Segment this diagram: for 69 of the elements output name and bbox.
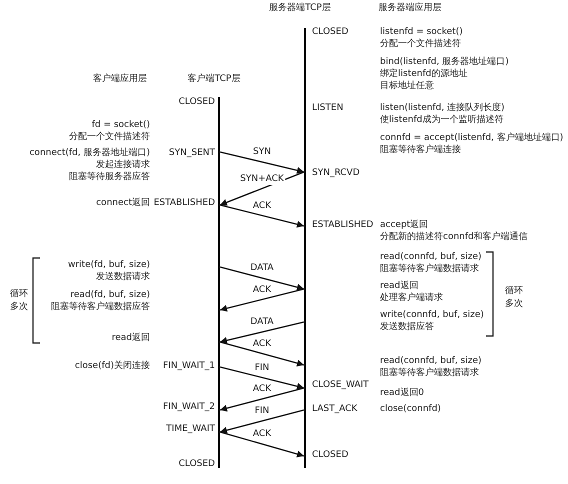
- message-arrow: [220, 151, 304, 174]
- note-text: 绑定listenfd的源地址: [380, 69, 468, 80]
- note-text: 发送数据请求: [96, 272, 150, 283]
- column-header: 客户端应用层: [93, 74, 147, 85]
- note-text: 使listenfd成为一个监听描述符: [380, 115, 504, 126]
- message-arrow: [220, 341, 304, 367]
- note-text: 目标地址任意: [380, 81, 434, 92]
- message-arrow: [220, 288, 304, 312]
- note-text: 分配新的描述符connfd和客户端通信: [380, 232, 528, 243]
- note-text: 发送数据应答: [380, 322, 434, 333]
- note-text: 阻塞等待客户端连接: [380, 145, 461, 156]
- column-header: 服务器端TCP层: [269, 3, 331, 14]
- state-label: ESTABLISHED: [312, 220, 374, 231]
- call-text: read返回: [112, 333, 150, 344]
- call-text: connfd = accept(listenfd, 客户端地址端口): [380, 133, 564, 144]
- state-label: CLOSED: [312, 27, 348, 38]
- message-arrow: [220, 387, 304, 412]
- call-text: read(fd, buf, size): [70, 290, 150, 301]
- message-arrow: [220, 321, 304, 344]
- call-text: close(fd)关闭连接: [74, 361, 150, 372]
- state-label: ESTABLISHED: [154, 198, 215, 209]
- note-text: 阻塞等待客户端数据应答: [51, 302, 150, 313]
- loop-label: 循环多次: [505, 285, 524, 311]
- loop-label: 循环多次: [10, 288, 29, 314]
- call-text: accept返回: [380, 220, 428, 231]
- call-text: connect返回: [96, 198, 150, 209]
- call-text: connect(fd, 服务器地址端口): [29, 148, 150, 159]
- call-text: close(connfd): [380, 404, 441, 415]
- message-arrow: [220, 366, 304, 390]
- edge-label: SYN+ACK: [239, 174, 285, 184]
- state-label: CLOSED: [178, 97, 215, 108]
- state-label: TIME_WAIT: [166, 424, 215, 435]
- message-arrow: [220, 204, 304, 228]
- call-text: write(connfd, buf, size): [380, 310, 484, 321]
- state-label: CLOSED: [178, 459, 215, 470]
- state-label: FIN_WAIT_2: [162, 402, 215, 413]
- call-text: fd = socket(): [92, 120, 150, 131]
- message-arrow: [220, 431, 304, 458]
- message-arrow: [220, 409, 304, 434]
- column-header: 服务器端应用层: [378, 3, 442, 14]
- state-label: FIN_WAIT_1: [162, 361, 215, 372]
- call-text: read返回0: [380, 388, 424, 399]
- note-text: 分配一个文件描述符: [380, 39, 461, 50]
- call-text: read(connfd, buf, size): [380, 252, 482, 263]
- note-text: 分配一个文件描述符: [69, 132, 150, 143]
- note-text: 发起连接请求: [96, 160, 150, 171]
- edge-label: ACK: [252, 284, 272, 296]
- edge-label: ACK: [252, 200, 272, 212]
- message-arrow: [220, 266, 304, 291]
- call-text: listenfd = socket(): [380, 27, 463, 38]
- note-text: 处理客户端请求: [380, 293, 443, 304]
- state-label: LISTEN: [312, 103, 344, 114]
- note-text: 阻塞等待客户端数据请求: [380, 264, 479, 275]
- note-text: 阻塞等待服务器应答: [69, 172, 150, 183]
- lifeline: [304, 28, 306, 468]
- call-text: read(connfd, buf, size): [380, 356, 482, 367]
- call-text: listen(listenfd, 连接队列长度): [380, 103, 505, 114]
- call-text: write(fd, buf, size): [68, 260, 150, 271]
- state-label: SYN_RCVD: [312, 168, 360, 179]
- state-label: SYN_SENT: [168, 148, 215, 159]
- call-text: read返回: [380, 281, 418, 292]
- note-text: 阻塞等待客户端数据请求: [380, 368, 479, 379]
- column-header: 客户端TCP层: [188, 74, 240, 85]
- edge-label: ACK: [252, 338, 272, 350]
- call-text: bind(listenfd, 服务器地址端口): [380, 57, 509, 68]
- state-label: LAST_ACK: [312, 404, 358, 415]
- state-label: CLOSED: [312, 450, 348, 461]
- state-label: CLOSE_WAIT: [312, 380, 369, 391]
- lifeline: [218, 97, 220, 468]
